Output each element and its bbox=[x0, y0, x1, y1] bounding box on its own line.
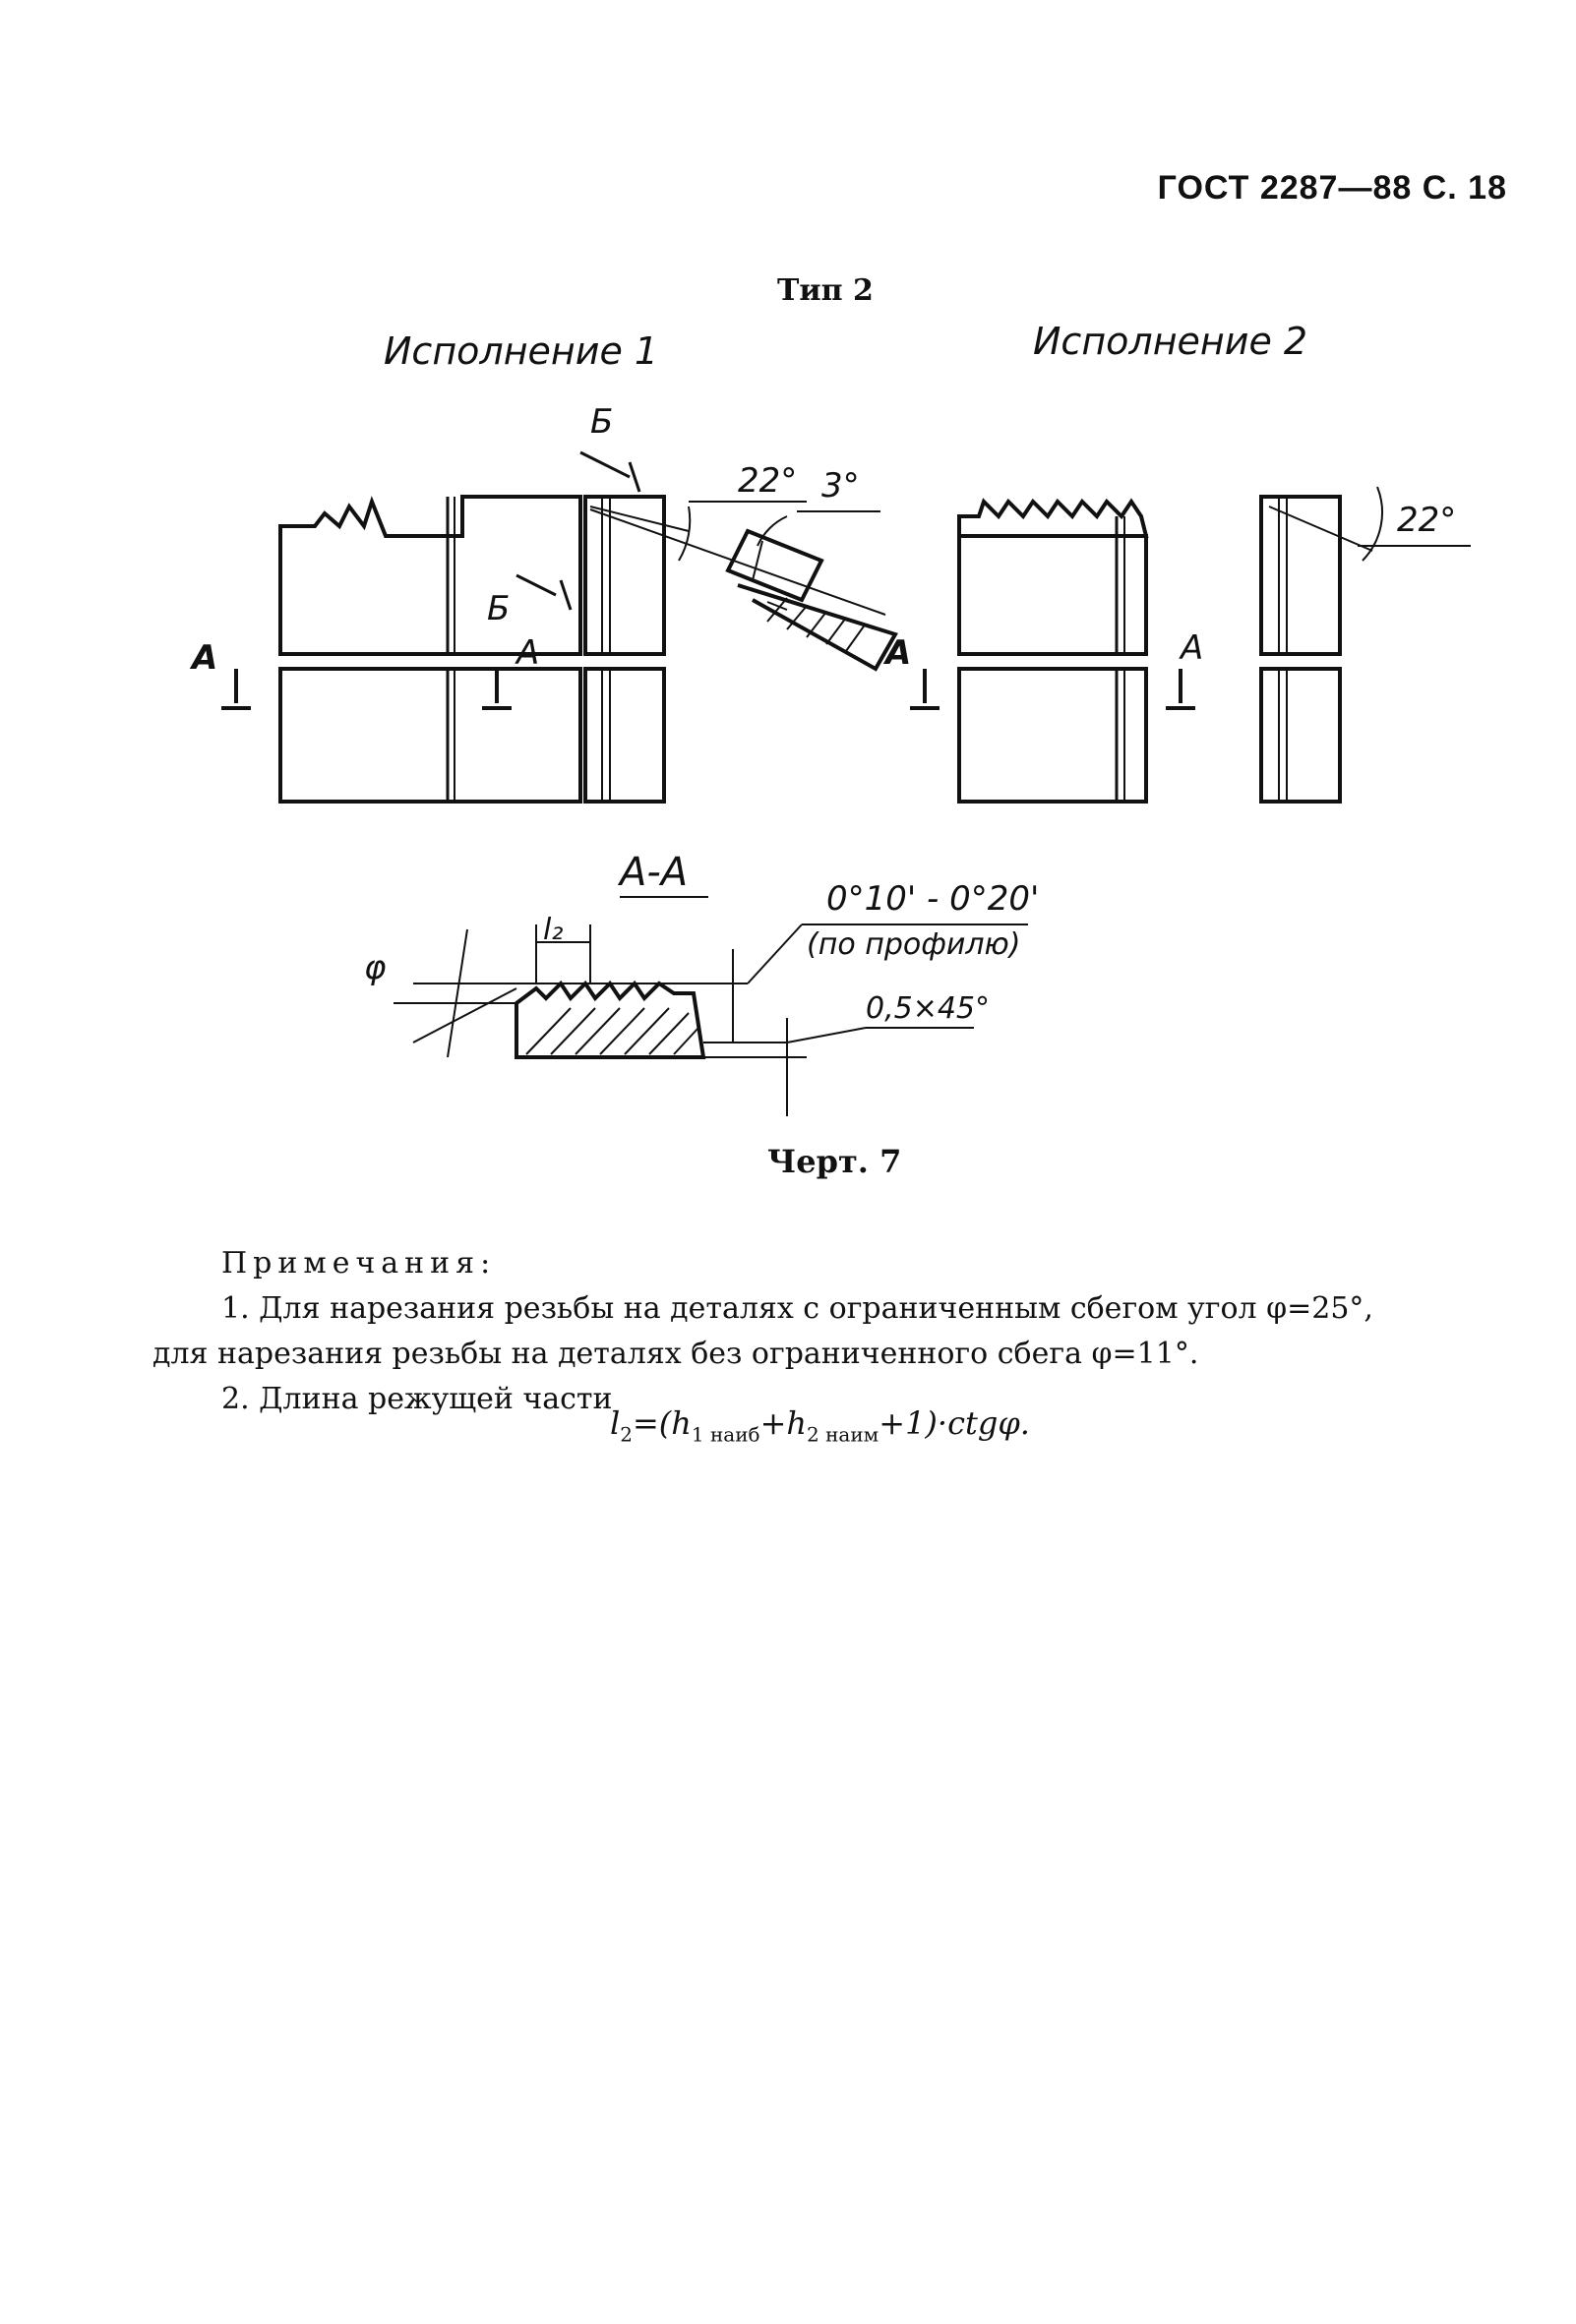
notes-block: Примечания: 1. Для нарезания резьбы на д… bbox=[152, 1241, 1530, 1422]
variant-1-label: Исполнение 1 bbox=[384, 329, 659, 373]
label-a-3: А bbox=[882, 633, 911, 673]
technical-drawing: Б Б А А А А 22° 3° 22° А-А 0°10' - 0°20'… bbox=[189, 402, 1471, 1116]
variant-2-side-view bbox=[1259, 486, 1471, 804]
label-a-4: А bbox=[1179, 628, 1203, 668]
label-b-top: Б bbox=[590, 402, 613, 442]
label-chamfer: 0,5×45° bbox=[866, 991, 990, 1026]
formula-lhs-sub: 2 bbox=[620, 1422, 633, 1447]
label-angle-3: 3° bbox=[821, 466, 860, 506]
variant-1-front-view bbox=[278, 495, 582, 804]
variant-2-front-view bbox=[957, 498, 1149, 804]
label-a-1: А bbox=[189, 638, 217, 678]
section-title: А-А bbox=[617, 850, 688, 895]
formula-plus: +h bbox=[759, 1404, 808, 1442]
label-phi: φ bbox=[364, 948, 387, 987]
formula-tail: +1)·ctgφ. bbox=[879, 1404, 1030, 1442]
view-markers-b bbox=[515, 450, 641, 611]
section-markers bbox=[221, 669, 1195, 710]
formula-lhs: l bbox=[610, 1404, 621, 1442]
figure-caption: Черт. 7 bbox=[767, 1143, 902, 1180]
notes-heading: Примечания: bbox=[221, 1246, 497, 1281]
cutting-length-formula: l2=(h1 наиб+h2 наим+1)·ctgφ. bbox=[610, 1404, 1030, 1446]
variant-1-side-view bbox=[583, 495, 898, 804]
formula-eq-open: =(h bbox=[632, 1404, 692, 1442]
label-angle-22-v2: 22° bbox=[1397, 501, 1456, 540]
section-a-a bbox=[394, 896, 1028, 1116]
type-title: Тип 2 bbox=[777, 273, 874, 308]
variant-2-label: Исполнение 2 bbox=[1033, 320, 1308, 363]
label-angle-22-v1: 22° bbox=[738, 461, 797, 501]
note-1-line-2: для нарезания резьбы на деталях без огра… bbox=[152, 1337, 1199, 1371]
formula-h1-sub: 1 наиб bbox=[691, 1422, 760, 1447]
angle-dimensions bbox=[678, 501, 880, 562]
label-a-2: А bbox=[515, 633, 539, 673]
label-b-left: Б bbox=[487, 589, 510, 628]
label-l2: l₂ bbox=[543, 913, 563, 947]
note-2: 2. Длина режущей части bbox=[221, 1382, 613, 1416]
label-taper: 0°10' - 0°20' bbox=[826, 879, 1039, 919]
formula-h2-sub: 2 наим bbox=[807, 1422, 879, 1447]
page-header: ГОСТ 2287—88 С. 18 bbox=[1157, 169, 1507, 207]
label-taper-note: (по профилю) bbox=[807, 927, 1021, 962]
note-1-line-1: 1. Для нарезания резьбы на деталях с огр… bbox=[221, 1291, 1373, 1326]
